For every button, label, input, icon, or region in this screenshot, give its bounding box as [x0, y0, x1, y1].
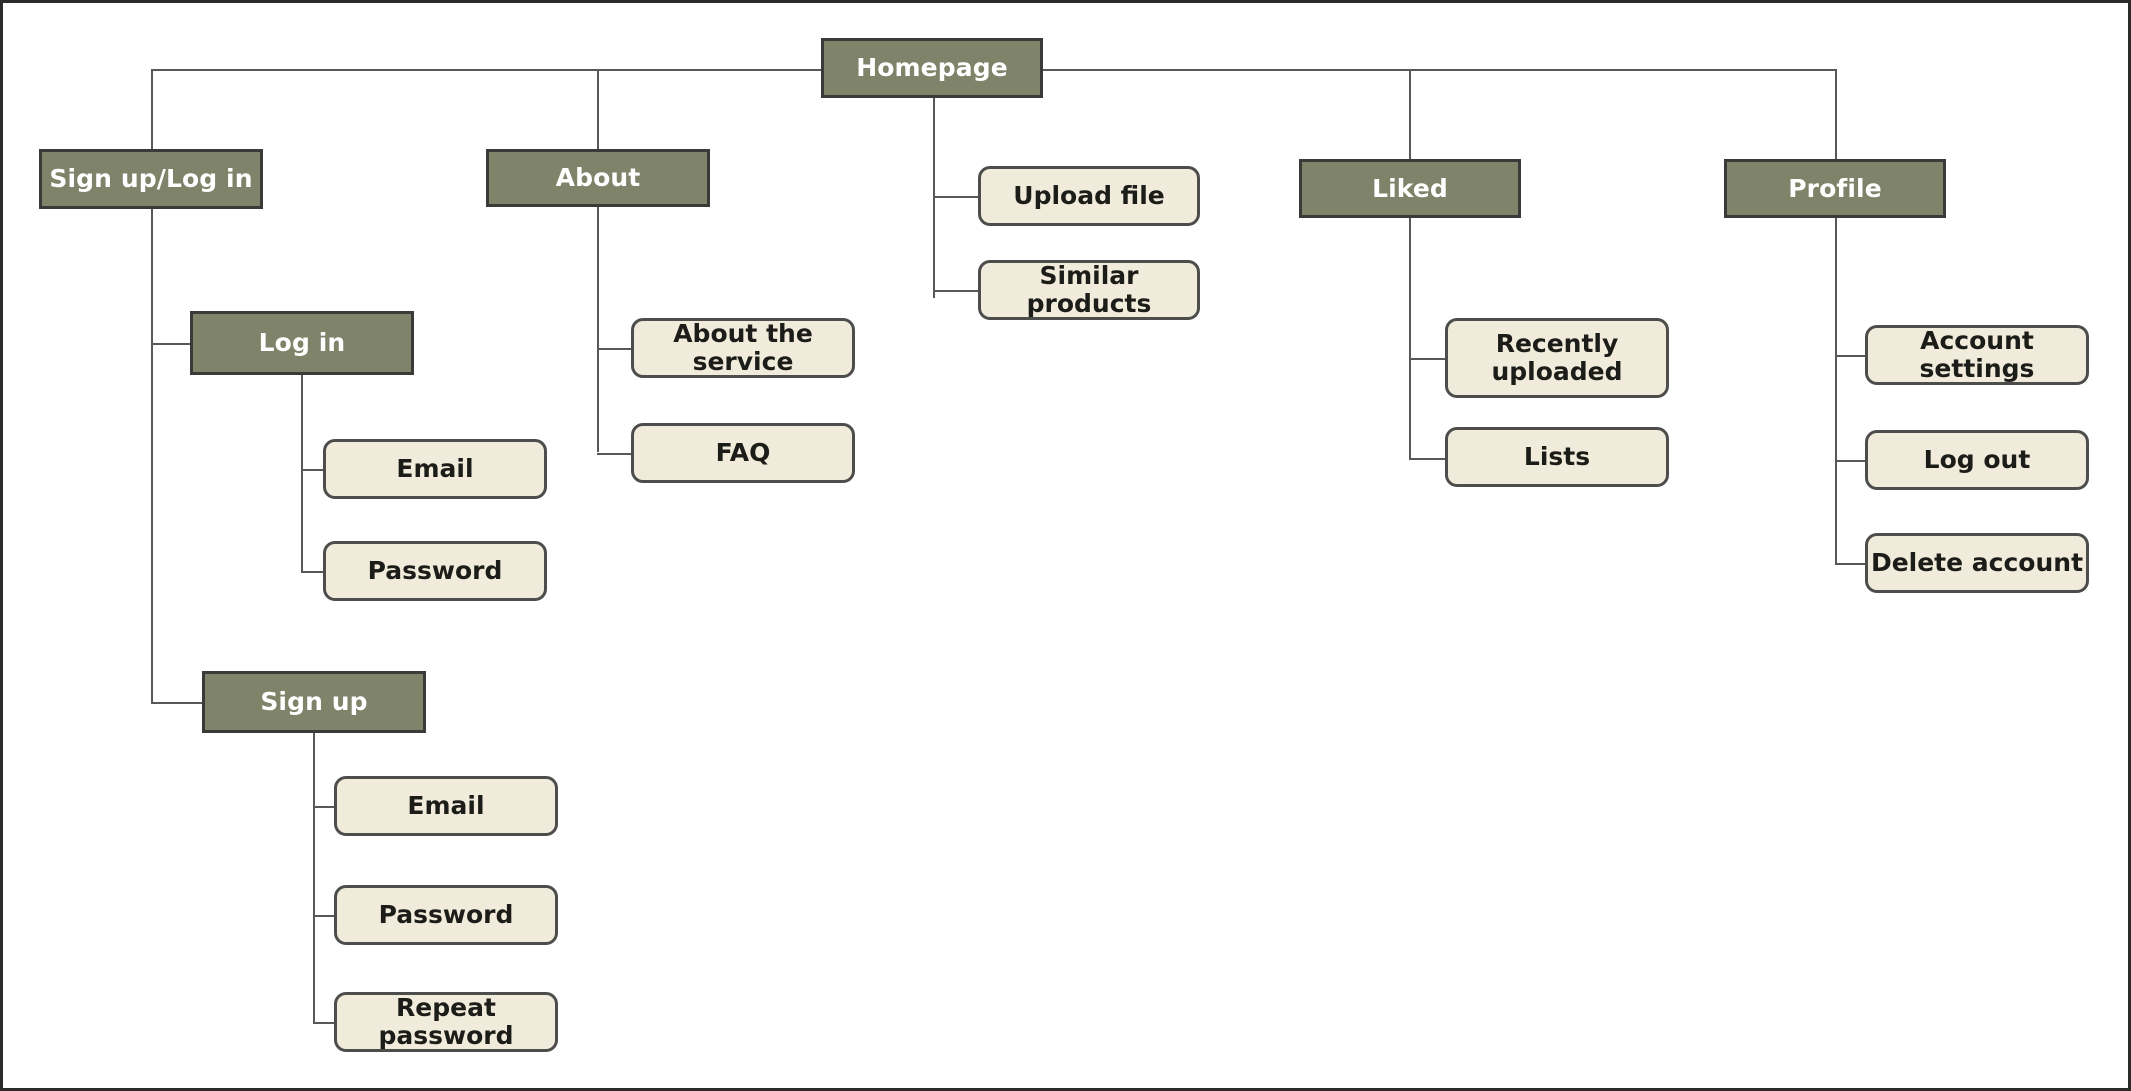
connector-to-account-settings [1835, 355, 1865, 357]
connector-drop-signup-login [151, 69, 153, 149]
connector-to-log-out [1835, 460, 1865, 462]
connector-to-similar-products [933, 290, 978, 292]
connector-login-stem [301, 375, 303, 572]
connector-homepage-right [1041, 69, 1836, 71]
node-liked[interactable]: Liked [1299, 159, 1521, 218]
connector-drop-about [597, 69, 599, 149]
connector-to-about-the-service [597, 348, 631, 350]
node-log-out[interactable]: Log out [1865, 430, 2089, 490]
node-signup[interactable]: Sign up [202, 671, 426, 733]
connector-signup-login-stem [151, 209, 153, 703]
connector-to-upload-file [933, 196, 978, 198]
connector-homepage-stem [933, 98, 935, 298]
connector-signup-stem [313, 733, 315, 1023]
connector-to-faq [597, 453, 631, 455]
node-upload-file[interactable]: Upload file [978, 166, 1200, 226]
connector-about-stem [597, 207, 599, 452]
connector-liked-stem [1409, 218, 1411, 458]
connector-to-signup-repeat-password [313, 1022, 335, 1024]
connector-to-signup [151, 702, 203, 704]
connector-drop-profile [1835, 69, 1837, 159]
node-recently-uploaded[interactable]: Recently uploaded [1445, 318, 1669, 398]
connector-to-signup-password [313, 915, 335, 917]
node-similar-products[interactable]: Similar products [978, 260, 1200, 320]
node-login-email[interactable]: Email [323, 439, 547, 499]
node-login[interactable]: Log in [190, 311, 414, 375]
node-profile[interactable]: Profile [1724, 159, 1946, 218]
connector-to-lists [1409, 458, 1445, 460]
node-about-the-service[interactable]: About the service [631, 318, 855, 378]
node-account-settings[interactable]: Account settings [1865, 325, 2089, 385]
connector-to-signup-email [313, 806, 335, 808]
node-about[interactable]: About [486, 149, 710, 207]
node-signup-login[interactable]: Sign up/Log in [39, 149, 263, 209]
connector-profile-stem [1835, 218, 1837, 564]
connector-to-login-password [301, 571, 325, 573]
node-recently-uploaded-line2: uploaded [1491, 357, 1623, 386]
node-delete-account[interactable]: Delete account [1865, 533, 2089, 593]
node-faq[interactable]: FAQ [631, 423, 855, 483]
node-homepage[interactable]: Homepage [821, 38, 1043, 98]
connector-to-delete-account [1835, 563, 1865, 565]
connector-to-login [151, 343, 193, 345]
node-signup-password[interactable]: Password [334, 885, 558, 945]
connector-to-login-email [301, 469, 325, 471]
connector-to-recently-uploaded [1409, 358, 1445, 360]
connector-drop-liked [1409, 69, 1411, 159]
connector-homepage-left [151, 69, 823, 71]
node-login-password[interactable]: Password [323, 541, 547, 601]
node-lists[interactable]: Lists [1445, 427, 1669, 487]
node-signup-email[interactable]: Email [334, 776, 558, 836]
node-signup-repeat-password[interactable]: Repeat password [334, 992, 558, 1052]
node-recently-uploaded-line1: Recently [1495, 329, 1619, 358]
